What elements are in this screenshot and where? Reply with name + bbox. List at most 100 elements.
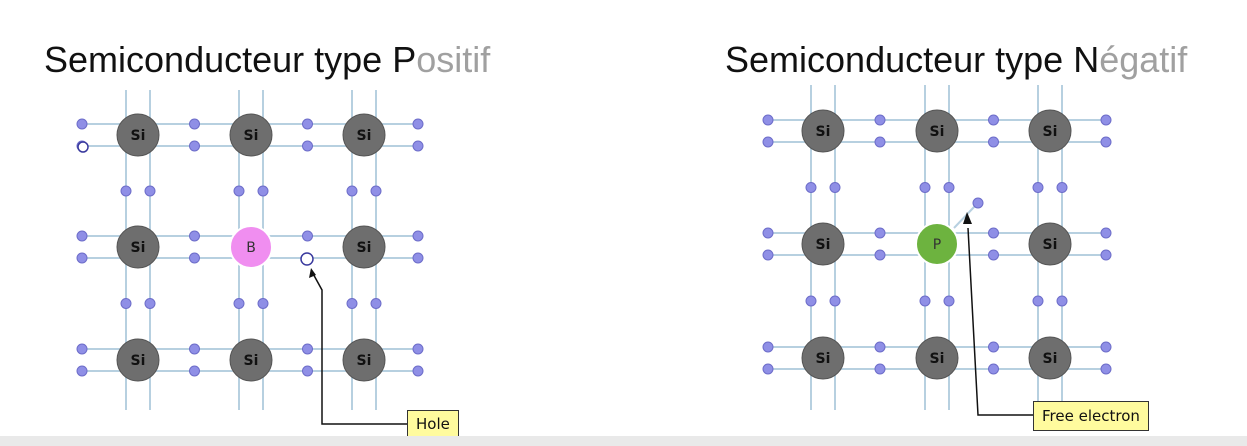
bond-electron [346, 298, 358, 309]
bond-electron [370, 185, 382, 197]
silicon-atom-label: Si [816, 124, 831, 140]
silicon-atom-label: Si [131, 128, 146, 144]
bond-electron [988, 341, 999, 353]
bond-electron [412, 343, 424, 355]
bond-electron [762, 363, 774, 375]
silicon-atom [915, 336, 959, 380]
silicon-atom [801, 336, 845, 380]
bond-electron [874, 341, 886, 353]
bond-electron [412, 365, 424, 377]
silicon-atom [342, 338, 386, 382]
bond-electron [762, 249, 774, 261]
bond-electron [189, 230, 200, 242]
bond-electron [1100, 114, 1112, 126]
silicon-atom-label: Si [1043, 351, 1058, 367]
bond-electron [919, 295, 931, 307]
bond-electron [988, 136, 999, 148]
bond-electron [805, 295, 817, 307]
bond-electron [257, 298, 269, 309]
slide-bottom-bar [0, 436, 1247, 446]
silicon-atom-label: Si [1043, 124, 1058, 140]
bond-electron [943, 182, 955, 193]
bond-electron [805, 182, 817, 193]
free-electron-bond [953, 205, 976, 229]
silicon-atom-label: Si [357, 240, 372, 256]
silicon-atom [229, 338, 273, 382]
silicon-atom-label: Si [244, 128, 259, 144]
bond-electron [829, 182, 841, 193]
bond-electron [988, 249, 999, 261]
bond-electron [120, 298, 132, 309]
hole-pointer-arrowhead [309, 268, 316, 278]
bond-electron [1100, 227, 1112, 239]
bond-electron [189, 343, 200, 355]
bond-electron [302, 140, 313, 152]
bond-electron [412, 252, 424, 264]
bond-electron [346, 185, 358, 197]
title-p-main: Semiconducteur type P [44, 39, 417, 80]
free-electron-pointer-arrowhead [963, 212, 972, 224]
bond-electron [76, 252, 88, 264]
silicon-atom-label: Si [930, 351, 945, 367]
bond-electron [302, 230, 313, 242]
hole-callout: Hole [407, 410, 459, 438]
dopant-atom-label: B [246, 240, 256, 256]
silicon-atom [1028, 336, 1072, 380]
bond-electron [76, 343, 88, 355]
hole-marker [300, 252, 314, 266]
silicon-atom-label: Si [816, 351, 831, 367]
silicon-atom [116, 113, 160, 157]
title-p-dim: ositif [416, 39, 491, 80]
silicon-atom-label: Si [930, 124, 945, 140]
silicon-atom [116, 225, 160, 269]
bond-electron [76, 230, 88, 242]
bond-electron [76, 365, 88, 377]
silicon-atom-label: Si [357, 128, 372, 144]
bond-electron [189, 140, 200, 152]
bond-electron [1032, 295, 1044, 307]
bond-electron [874, 114, 886, 126]
title-n-main: Semiconducteur type N [725, 39, 1100, 80]
dopant-atom-label: P [933, 237, 941, 253]
bond-electron [302, 118, 313, 130]
free-electron-pointer-line [967, 227, 1033, 416]
silicon-atom-label: Si [1043, 237, 1058, 253]
silicon-atom [229, 113, 273, 157]
bond-electron [412, 230, 424, 242]
bond-electron [762, 227, 774, 239]
bond-electron [144, 185, 156, 197]
bond-electron [762, 136, 774, 148]
edge-hole-marker [77, 141, 89, 153]
bond-electron [189, 252, 200, 264]
bond-electron [233, 298, 245, 309]
silicon-atom-label: Si [131, 240, 146, 256]
bond-electron [874, 249, 886, 261]
dopant-atom [915, 222, 959, 266]
bond-electron [829, 295, 841, 307]
bond-electron [1032, 182, 1044, 193]
silicon-atom [801, 222, 845, 266]
silicon-atom [116, 338, 160, 382]
bond-electron [943, 295, 955, 307]
silicon-atom-label: Si [357, 353, 372, 369]
bond-electron [76, 118, 88, 130]
silicon-atom [342, 113, 386, 157]
bond-electron [1100, 136, 1112, 148]
silicon-atom-label: Si [816, 237, 831, 253]
bond-electron [1056, 182, 1068, 193]
bond-electron [144, 298, 156, 309]
bond-electron [370, 298, 382, 309]
silicon-atom [801, 109, 845, 153]
bond-electron [988, 227, 999, 239]
bond-electron [302, 343, 313, 355]
bond-electron [988, 363, 999, 375]
bond-electron [233, 185, 245, 197]
silicon-atom [342, 225, 386, 269]
bond-electron [1100, 341, 1112, 353]
bond-electron [874, 136, 886, 148]
bond-electron [1056, 295, 1068, 307]
dopant-atom [229, 225, 273, 269]
free-electron [972, 197, 984, 209]
